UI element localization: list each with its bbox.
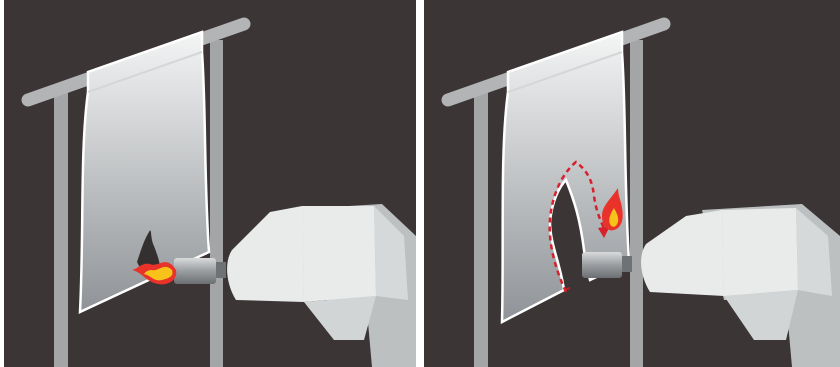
stand-pole-right xyxy=(630,40,643,367)
stand-pole-left xyxy=(474,92,488,367)
panel-flame-spread xyxy=(424,0,840,367)
burner-nozzle xyxy=(174,258,216,284)
panel-initial-ignition xyxy=(4,0,416,367)
diagram-flame-spread xyxy=(424,0,840,367)
diagram-initial-ignition xyxy=(4,0,416,367)
stand-pole-left xyxy=(54,92,68,367)
stand-pole-right xyxy=(210,40,223,367)
burner-nozzle xyxy=(582,252,622,278)
